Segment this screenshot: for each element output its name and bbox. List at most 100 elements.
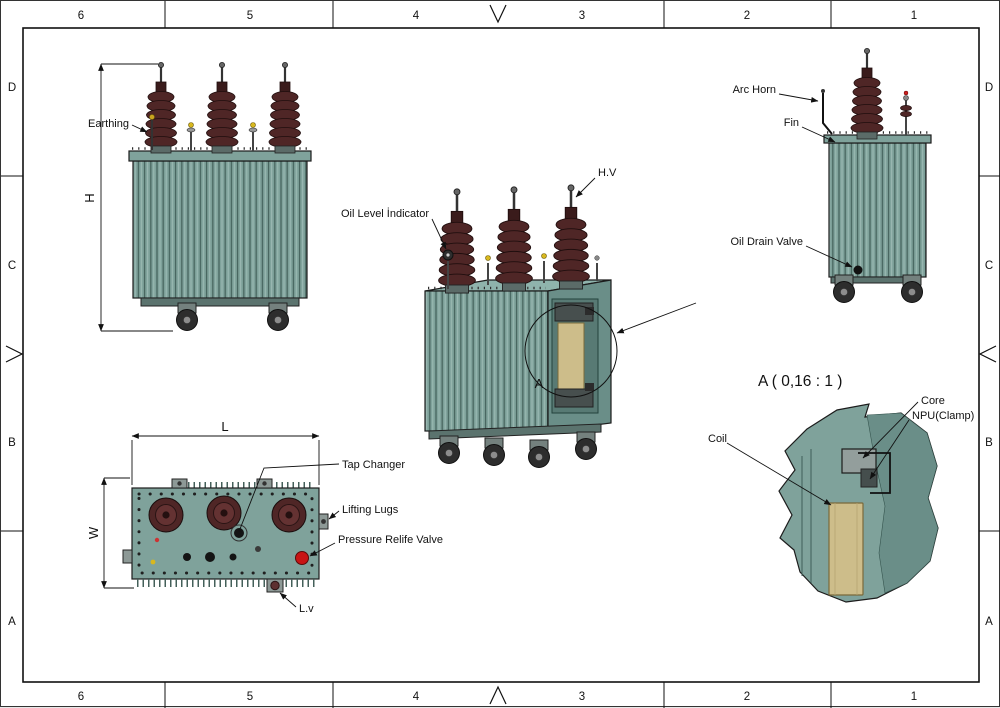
l-dimension-label: L xyxy=(221,419,228,434)
iso-wheel-4 xyxy=(575,431,597,460)
side-small-insulator-shed xyxy=(900,105,912,111)
oil-level-label: Oil Level İndicator xyxy=(341,207,429,220)
top-valve xyxy=(205,552,215,562)
fin-leader xyxy=(801,126,836,143)
side-view: Arc Horn Fin Oil Drain Valve xyxy=(730,47,932,303)
detail-mark-label: A xyxy=(535,376,544,391)
zone-ref: 4 xyxy=(413,691,420,703)
detail-title: A ( 0,16 : 1 ) xyxy=(758,373,842,390)
earthing-leader xyxy=(131,124,148,133)
iso-terminal-dot xyxy=(541,253,547,259)
side-small-insulator-cap xyxy=(903,95,909,101)
coil-label: Coil xyxy=(708,433,727,445)
iso-clamp-bottom xyxy=(554,388,594,408)
lifting-lugs-leader xyxy=(328,510,340,520)
w-dimension-label: W xyxy=(86,526,101,539)
iso-clamp-bolt xyxy=(585,307,594,315)
zone-ref: 6 xyxy=(78,10,84,22)
front-terminal-dot xyxy=(250,122,256,128)
side-wheel-right xyxy=(901,274,923,303)
zone-ref: 1 xyxy=(911,691,917,703)
lifting-lug-hole xyxy=(177,481,182,486)
side-tab xyxy=(122,549,133,564)
side-bushing xyxy=(849,47,885,141)
front-terminal-cap xyxy=(248,127,258,133)
iso-coil xyxy=(557,322,585,392)
zone-ref: 5 xyxy=(247,10,253,22)
front-bushings xyxy=(143,61,303,155)
side-wheel-left xyxy=(833,274,855,303)
iso-bushing-1 xyxy=(437,187,477,295)
top-view: L W xyxy=(86,419,443,615)
tap-changer-label: Tap Changer xyxy=(342,459,405,471)
top-valve xyxy=(183,553,191,561)
center-mark-bottom-icon xyxy=(489,685,507,705)
oil-drain-valve-dot xyxy=(853,265,863,275)
zone-ref: 1 xyxy=(911,10,917,22)
npu-label: NPU(Clamp) xyxy=(912,410,974,422)
detail-section-arrow xyxy=(616,302,697,334)
hv-label: H.V xyxy=(598,167,617,179)
zone-ref: 2 xyxy=(744,10,750,22)
zone-ref: B xyxy=(8,437,16,449)
zone-ref: D xyxy=(8,82,16,94)
zone-ref: D xyxy=(985,82,993,94)
top-valve xyxy=(229,553,237,561)
iso-wheel-3 xyxy=(528,439,550,468)
oil-drain-leader xyxy=(805,245,853,268)
top-bolt-ring xyxy=(137,492,314,575)
side-tank-lid xyxy=(823,134,932,144)
hv-leader xyxy=(575,177,596,198)
detail-view-a: A ( 0,16 : 1 ) Core NPU(Clamp) Coil xyxy=(708,373,974,603)
center-mark-top-icon xyxy=(489,4,507,24)
arc-horn-tip xyxy=(821,89,825,93)
zone-ref: 3 xyxy=(579,691,585,703)
side-bushing-group xyxy=(849,47,885,141)
oil-drain-label: Oil Drain Valve xyxy=(730,236,803,248)
front-bushing-2 xyxy=(204,61,240,155)
pressure-valve-label: Pressure Relife Valve xyxy=(338,534,443,546)
iso-bushing-3 xyxy=(551,183,591,291)
iso-terminal-dot xyxy=(485,255,491,261)
arc-horn-wire xyxy=(822,93,833,135)
zone-ref: A xyxy=(985,616,993,628)
iso-view: A Oil Level İndicator H.V xyxy=(341,167,697,468)
front-tank-fins xyxy=(132,160,308,299)
top-fitting xyxy=(255,546,261,552)
top-bushing-2 xyxy=(206,495,242,531)
iso-wheel-2 xyxy=(483,437,505,466)
zone-ref: 4 xyxy=(413,10,420,22)
lifting-lugs-label: Lifting Lugs xyxy=(342,504,399,516)
center-mark-right-icon xyxy=(978,345,997,363)
inner-border xyxy=(22,27,980,683)
zone-ref: C xyxy=(985,260,993,272)
h-dimension-label: H xyxy=(82,193,97,202)
top-small-red-dot xyxy=(154,537,160,543)
arc-horn-leader xyxy=(778,93,819,103)
detail-npu-clamp-bracket xyxy=(858,452,891,494)
core-label: Core xyxy=(921,395,945,407)
detail-side-band xyxy=(866,412,939,594)
tap-changer-leader-dot xyxy=(238,528,242,532)
zone-ref: 2 xyxy=(744,691,750,703)
iso-wheel-1 xyxy=(438,435,460,464)
tap-changer-ring xyxy=(230,524,248,542)
front-wheel-right xyxy=(267,302,289,331)
front-terminal-cap xyxy=(186,127,196,133)
iso-clamp-bolt xyxy=(585,383,594,391)
tap-changer-leader xyxy=(239,463,340,530)
pressure-valve-leader xyxy=(309,542,336,557)
zone-ref: C xyxy=(8,260,16,272)
npu-leader xyxy=(869,419,910,480)
iso-bushings xyxy=(437,183,591,295)
oil-level-leader xyxy=(431,218,447,250)
iso-base-rail xyxy=(428,423,602,440)
coil-leader xyxy=(726,442,832,506)
zone-ref: 6 xyxy=(78,691,84,703)
side-tank-fins xyxy=(828,142,927,278)
fin-label: Fin xyxy=(784,117,799,129)
front-wheel-left xyxy=(176,302,198,331)
